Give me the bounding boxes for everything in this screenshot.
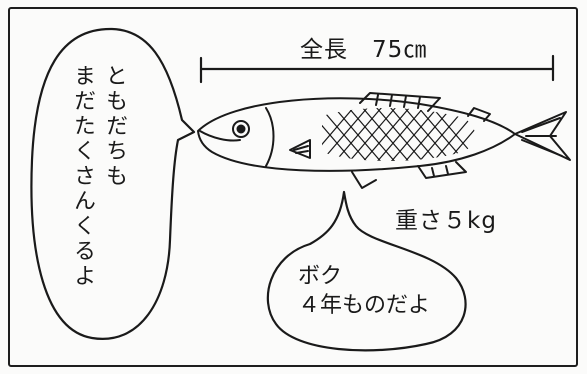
speech-left-line-2: まだたくさんくるよ	[70, 64, 95, 289]
adipose-fin	[467, 107, 491, 122]
speech-bubble-right	[266, 190, 467, 352]
speech-bubble-left	[30, 27, 196, 341]
length-dimension-line	[199, 54, 555, 84]
fish-drawing	[197, 92, 571, 189]
panel-frame	[8, 7, 578, 367]
pectoral-fin	[289, 139, 311, 159]
speech-left-line-1: ともだちも	[102, 64, 127, 189]
fish-eye	[232, 120, 250, 138]
scale-pattern	[322, 107, 476, 161]
anal-fin	[417, 161, 467, 179]
weight-label: 重さ５kg	[395, 208, 497, 234]
speech-right-text: ボク ４年ものだよ	[298, 264, 431, 318]
fish-body	[197, 97, 516, 172]
pelvic-fin	[351, 171, 377, 189]
length-label: 全長 75㎝	[300, 37, 428, 63]
